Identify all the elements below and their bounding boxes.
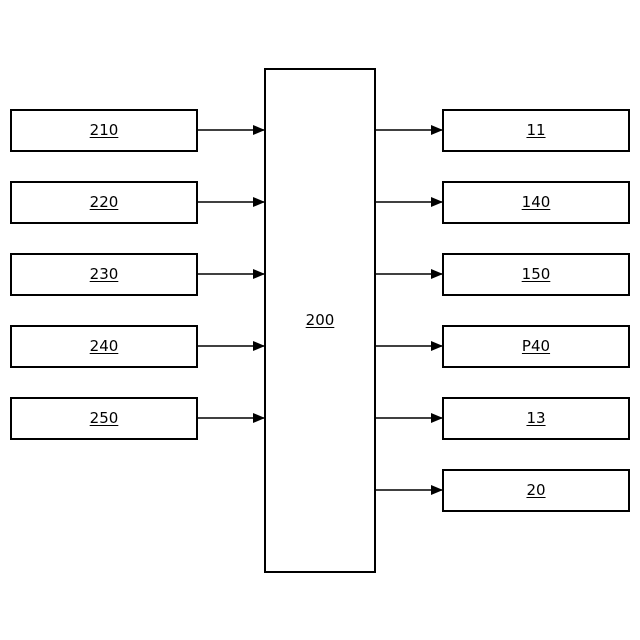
output-block-140: 140 — [442, 181, 630, 224]
output-block-label: 20 — [526, 483, 545, 498]
input-block-240: 240 — [10, 325, 198, 368]
output-block-11: 11 — [442, 109, 630, 152]
output-block-label: 11 — [526, 123, 545, 138]
input-block-220: 220 — [10, 181, 198, 224]
input-block-label: 220 — [90, 195, 119, 210]
input-block-label: 210 — [90, 123, 119, 138]
output-block-label: 13 — [526, 411, 545, 426]
output-block-label: P40 — [522, 339, 550, 354]
output-block-150: 150 — [442, 253, 630, 296]
center-block-200: 200 — [264, 68, 376, 573]
input-block-250: 250 — [10, 397, 198, 440]
output-block-13: 13 — [442, 397, 630, 440]
input-block-210: 210 — [10, 109, 198, 152]
input-block-label: 230 — [90, 267, 119, 282]
output-block-label: 140 — [522, 195, 551, 210]
output-block-p40: P40 — [442, 325, 630, 368]
input-block-label: 240 — [90, 339, 119, 354]
input-block-label: 250 — [90, 411, 119, 426]
input-block-230: 230 — [10, 253, 198, 296]
output-block-20: 20 — [442, 469, 630, 512]
output-block-label: 150 — [522, 267, 551, 282]
center-block-label: 200 — [306, 313, 335, 328]
